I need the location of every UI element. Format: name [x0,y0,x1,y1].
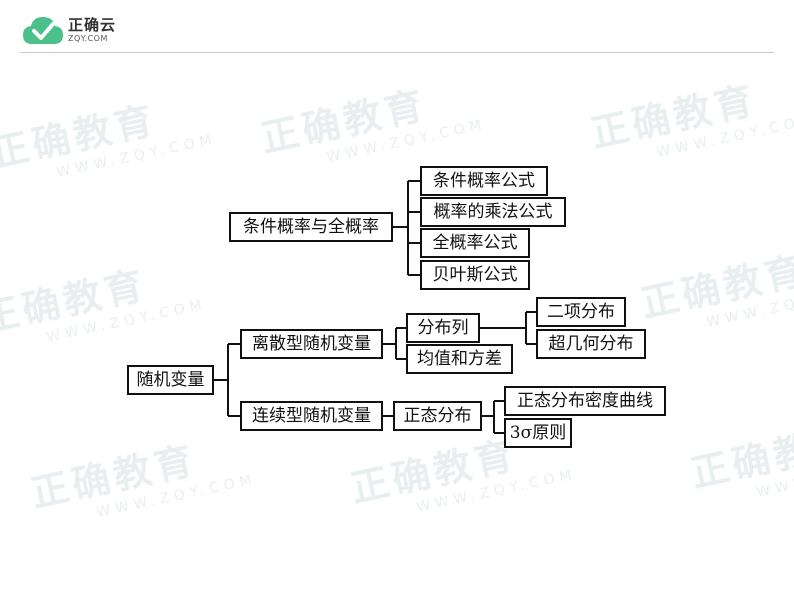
node-hypergeometric-distribution: 超几何分布 [536,329,646,359]
header-divider [20,52,774,53]
node-total-probability-formula: 全概率公式 [420,228,530,258]
node-discrete-random-variable: 离散型随机变量 [240,329,383,359]
brand-name: 正确云 [68,15,117,34]
node-conditional-probability: 条件概率与全概率 [229,212,393,242]
brand-domain: ZQY.COM [68,33,108,43]
cloud-check-icon [23,17,63,44]
node-three-sigma-rule: 3σ原则 [504,418,572,448]
node-normal-density-curve: 正态分布密度曲线 [504,386,666,416]
node-distribution-list: 分布列 [406,313,480,343]
node-continuous-random-variable: 连续型随机变量 [240,401,383,431]
node-binomial-distribution: 二项分布 [536,297,626,327]
node-multiplication-formula: 概率的乘法公式 [420,197,566,227]
node-normal-distribution: 正态分布 [393,401,482,431]
brand-logo: 正确云 ZQY.COM [22,14,116,46]
node-mean-variance: 均值和方差 [406,344,513,374]
node-random-variable: 随机变量 [127,365,214,395]
node-bayes-formula: 贝叶斯公式 [420,260,530,290]
node-conditional-formula: 条件概率公式 [420,166,548,196]
